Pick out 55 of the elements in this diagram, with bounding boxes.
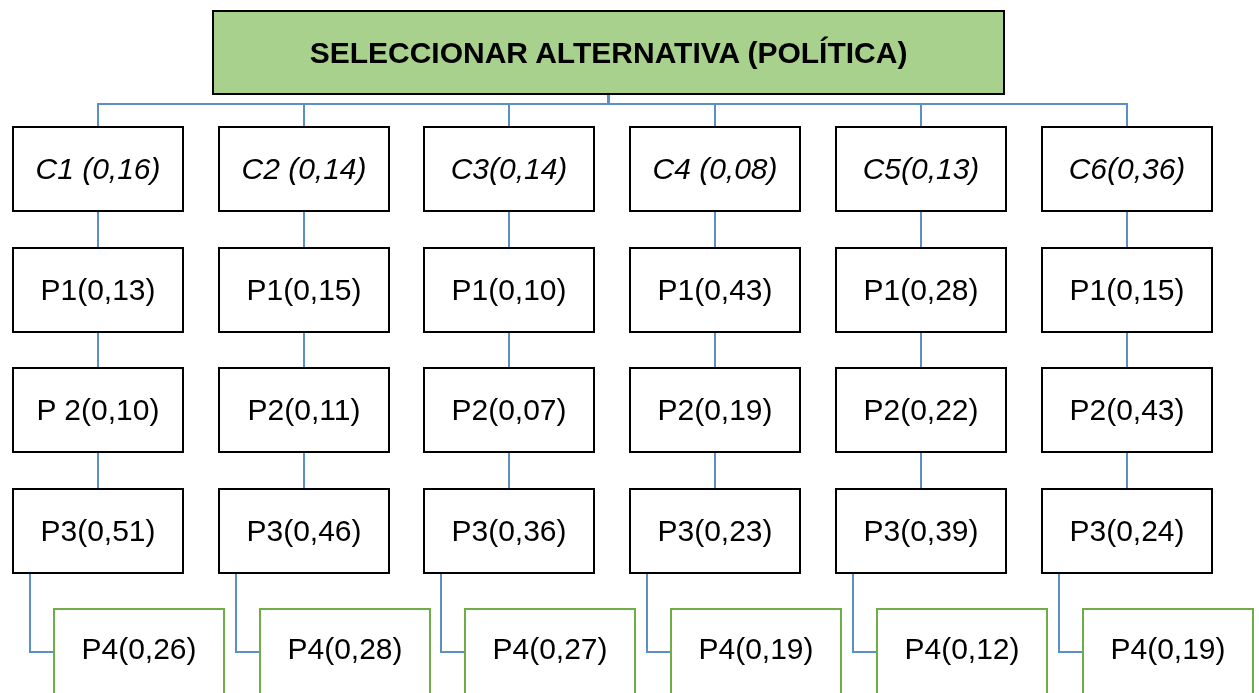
policy-box: P1(0,15): [1041, 247, 1213, 333]
policy-box: P2(0,43): [1041, 367, 1213, 453]
connector-line: [97, 332, 99, 368]
policy-box: P1(0,43): [629, 247, 801, 333]
policy-box: P4(0,19): [670, 608, 842, 693]
policy-box: P3(0,46): [218, 488, 390, 574]
connector-line: [440, 573, 465, 653]
policy-box: P2(0,19): [629, 367, 801, 453]
policy-box: P1(0,28): [835, 247, 1007, 333]
connector-line: [1058, 573, 1083, 653]
connector-line: [303, 211, 305, 248]
criterion-box: C5(0,13): [835, 126, 1007, 212]
connector-line: [1126, 452, 1128, 489]
connector-line: [508, 452, 510, 489]
connector-line: [303, 452, 305, 489]
connector-line: [508, 211, 510, 248]
policy-box: P3(0,36): [423, 488, 595, 574]
policy-box: P3(0,51): [12, 488, 184, 574]
connector-line: [920, 211, 922, 248]
connector-line: [714, 452, 716, 489]
connector-line: [852, 573, 877, 653]
policy-box: P3(0,23): [629, 488, 801, 574]
criterion-box: C3(0,14): [423, 126, 595, 212]
connector-line: [97, 452, 99, 489]
policy-box: P 2(0,10): [12, 367, 184, 453]
policy-box: P4(0,28): [259, 608, 431, 693]
policy-box: P2(0,11): [218, 367, 390, 453]
policy-box: P2(0,07): [423, 367, 595, 453]
connector-line: [1126, 332, 1128, 368]
connector-line: [920, 332, 922, 368]
connector-line: [303, 332, 305, 368]
goal-box: SELECCIONAR ALTERNATIVA (POLÍTICA): [212, 10, 1005, 95]
connector-line: [29, 573, 54, 653]
connector-line: [508, 332, 510, 368]
connector-line: [1126, 211, 1128, 248]
policy-box: P4(0,19): [1082, 608, 1254, 693]
policy-box: P4(0,27): [464, 608, 636, 693]
policy-box: P1(0,10): [423, 247, 595, 333]
connector-line: [97, 211, 99, 248]
policy-box: P1(0,13): [12, 247, 184, 333]
connector-line: [646, 573, 671, 653]
criterion-box: C6(0,36): [1041, 126, 1213, 212]
connector-line: [920, 452, 922, 489]
criterion-box: C1 (0,16): [12, 126, 184, 212]
policy-box: P3(0,39): [835, 488, 1007, 574]
policy-box: P3(0,24): [1041, 488, 1213, 574]
policy-box: P1(0,15): [218, 247, 390, 333]
criterion-box: C4 (0,08): [629, 126, 801, 212]
criterion-box: C2 (0,14): [218, 126, 390, 212]
connector-line: [714, 332, 716, 368]
connector-line: [235, 573, 260, 653]
policy-box: P2(0,22): [835, 367, 1007, 453]
policy-box: P4(0,12): [876, 608, 1048, 693]
policy-box: P4(0,26): [53, 608, 225, 693]
connector-line: [714, 211, 716, 248]
